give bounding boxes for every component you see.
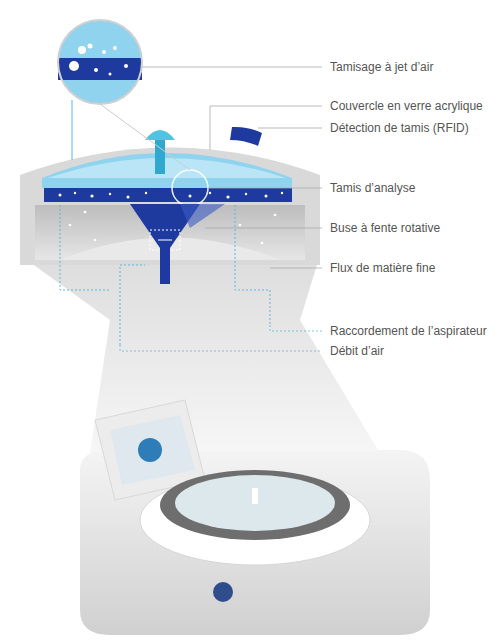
- part-label: Tamis d’analyse: [330, 181, 415, 195]
- part-label: Flux de matière fine: [330, 261, 435, 275]
- part-label: Détection de tamis (RFID): [330, 121, 469, 135]
- part-label: Couvercle en verre acrylique: [330, 99, 483, 113]
- part-label: Raccordement de l’aspirateur: [330, 324, 487, 338]
- part-label: Débit d’air: [330, 344, 384, 358]
- part-label: Buse à fente rotative: [330, 221, 440, 235]
- part-label: Tamisage à jet d’air: [330, 60, 433, 74]
